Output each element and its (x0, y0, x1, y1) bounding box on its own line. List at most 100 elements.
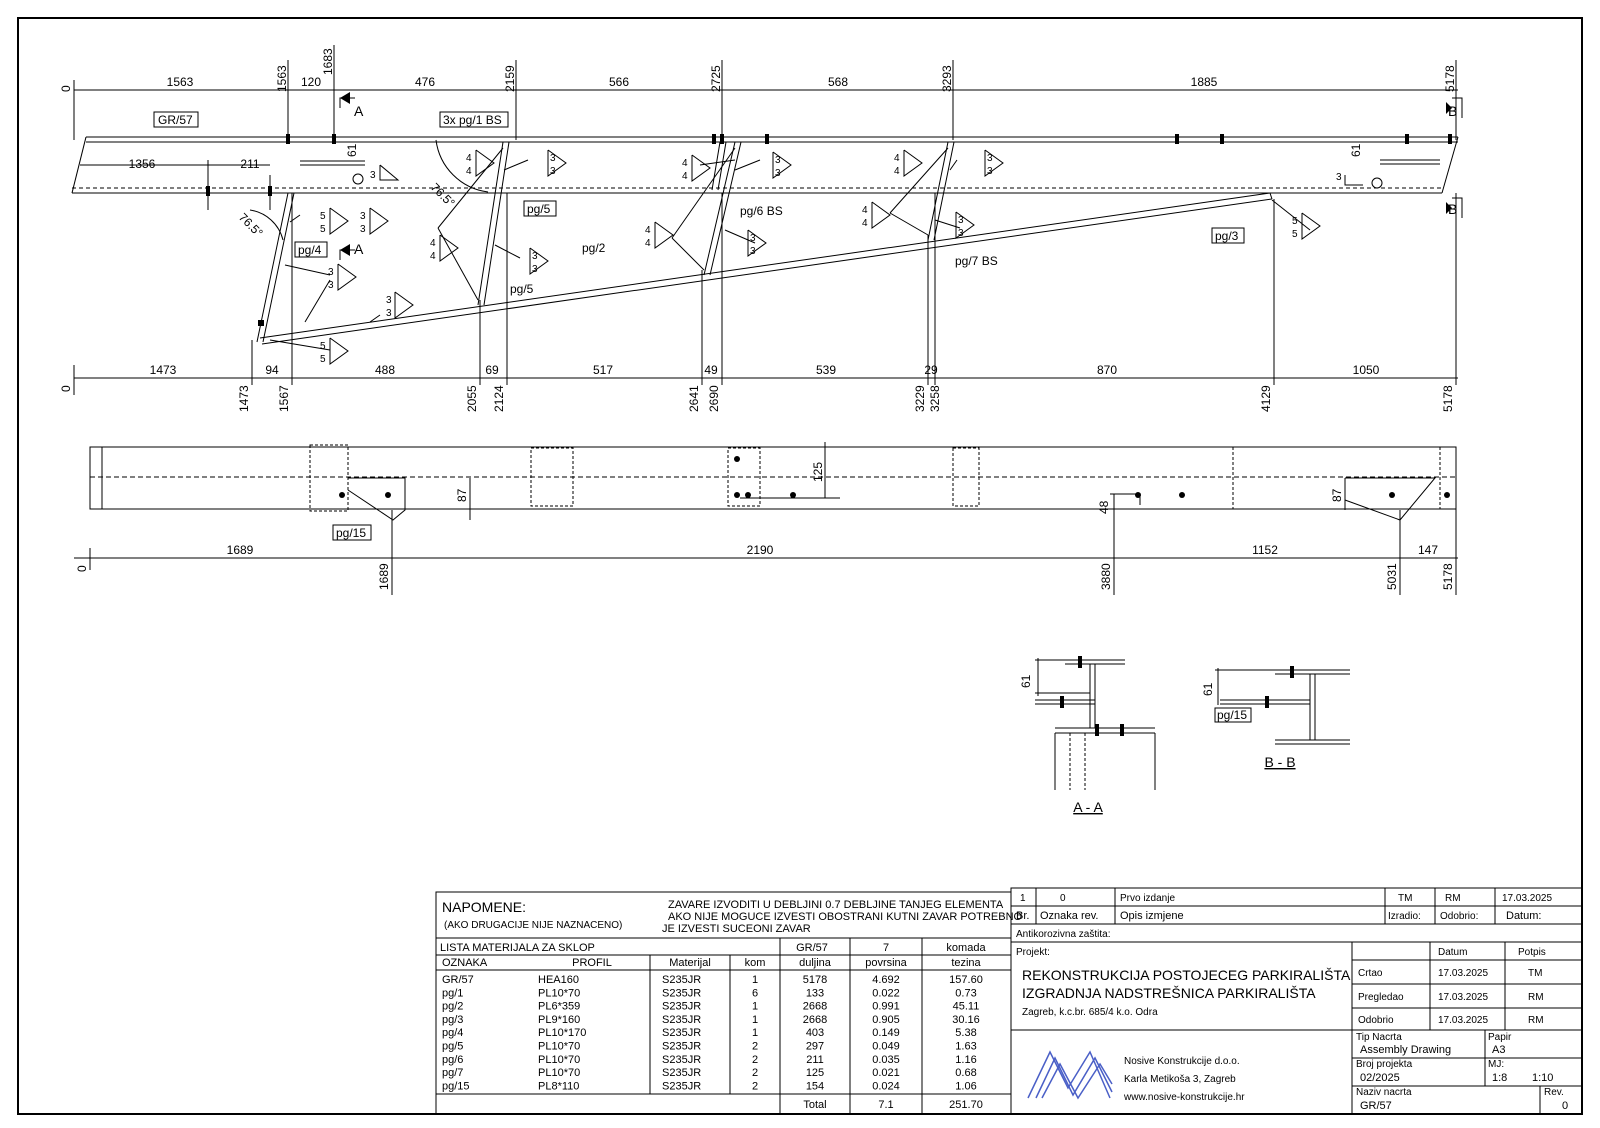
weld-size: 3 (958, 228, 964, 239)
elevation-markers (206, 92, 1452, 326)
material-cell: S235JR (662, 987, 701, 999)
weld-size: 3 (550, 153, 556, 164)
type-value: Assembly Drawing (1360, 1044, 1451, 1056)
weld-size: 3 (550, 166, 556, 177)
revision-cell: 17.03.2025 (1502, 893, 1552, 904)
rev-label: Rev. (1544, 1087, 1564, 1098)
bottom-ord: 2690 (707, 385, 721, 412)
material-cell: 154 (806, 1080, 824, 1092)
material-cell: 2 (752, 1054, 758, 1066)
section-text: 61 61 pg/15 A - A B - B (1019, 674, 1296, 815)
material-cell: 2 (752, 1067, 758, 1079)
weld-size: 4 (862, 205, 868, 216)
weld-size: 3 (750, 233, 756, 244)
material-cell: 4.692 (872, 974, 900, 986)
material-cell: 1 (752, 974, 758, 986)
revision-header: Br. (1016, 910, 1029, 922)
plan-vdim: 87 (1330, 488, 1344, 502)
sub-dim: 211 (240, 157, 259, 171)
material-cell: 133 (806, 987, 824, 999)
company-address: Karla Metikoša 3, Zagreb (1124, 1074, 1236, 1085)
label-pg15: pg/15 (336, 526, 366, 540)
top-ord: 1683 (321, 48, 335, 75)
material-cell: 157.60 (949, 974, 983, 986)
bottom-dim: 1473 (150, 363, 177, 377)
material-cell: S235JR (662, 1080, 701, 1092)
bottom-ord: 2124 (492, 385, 506, 412)
notes-block: NAPOMENE: (AKO DRUGACIJE NIJE NAZNACENO)… (442, 899, 1023, 935)
section-aa-title: A - A (1073, 799, 1103, 815)
weld-size: 5 (1292, 216, 1298, 227)
notes-line: ZAVARE IZVODITI U DEBLJINI 0.7 DEBLJINE … (668, 899, 1004, 911)
section-bb (1214, 668, 1350, 745)
title-block-frame (435, 887, 1583, 1115)
signoff-head: Potpis (1518, 947, 1546, 958)
angle-dim: 76.5° (236, 210, 266, 240)
signoff-role: Pregledao (1358, 992, 1404, 1003)
weld-size: 4 (894, 166, 900, 177)
top-ord: 1563 (275, 65, 289, 92)
bottom-dim: 517 (593, 363, 613, 377)
notes-title: NAPOMENE: (442, 899, 526, 915)
top-dim: 1885 (1191, 75, 1218, 89)
revision-block: 1 0 Prvo izdanje TM RM 17.03.2025 Br. Oz… (1016, 893, 1552, 958)
sub-dim: 1356 (129, 157, 156, 171)
material-cell: 1.06 (955, 1080, 976, 1092)
material-cell: PL10*170 (538, 1027, 586, 1039)
section-bb-label: pg/15 (1217, 708, 1247, 722)
material-cell: PL10*70 (538, 1054, 580, 1066)
weld-size: 3 (328, 280, 334, 291)
material-cell: 0.021 (872, 1067, 900, 1079)
column-header: PROFIL (572, 957, 612, 969)
bottom-ord: 3229 (913, 385, 927, 412)
plan-dim: 1152 (1252, 543, 1278, 557)
material-cell: pg/4 (442, 1027, 463, 1039)
label-3x-pg1: 3x pg/1 BS (443, 113, 502, 127)
bottom-ord: 2055 (465, 385, 479, 412)
weld-size: 4 (682, 171, 688, 182)
label-pg4: pg/4 (298, 243, 322, 257)
top-ord: 0 (59, 85, 73, 92)
notes-line: JE IZVESTI SUCEONI ZAVAR (662, 923, 811, 935)
plan-ord: 3880 (1099, 563, 1113, 590)
signoff-date: 17.03.2025 (1438, 968, 1488, 979)
plan-dim: 147 (1418, 543, 1438, 557)
bottom-dim: 94 (265, 363, 279, 377)
material-cell: 2668 (803, 1014, 827, 1026)
weld-size: 3 (775, 168, 781, 179)
revision-header: Datum: (1506, 910, 1541, 922)
material-cell: pg/15 (442, 1080, 470, 1092)
section-bb-dim: 61 (1201, 682, 1215, 696)
label-pg7: pg/7 BS (955, 254, 998, 268)
material-list-assembly: GR/57 (796, 942, 828, 954)
weld-size: 5 (320, 224, 326, 235)
top-ord: 2725 (709, 65, 723, 92)
label-pg5: pg/5 (527, 202, 551, 216)
material-cell: PL8*110 (538, 1080, 579, 1092)
dim-61: 61 (1349, 143, 1363, 157)
dim-61: 61 (345, 143, 359, 157)
rev-value: 0 (1562, 1100, 1568, 1112)
plan-markers (339, 456, 1450, 498)
section-aa-dim: 61 (1019, 674, 1033, 688)
weld-size: 3 (987, 166, 993, 177)
revision-header: Oznaka rev. (1040, 910, 1099, 922)
elevation-text: 1563 120 476 566 568 1885 0 1563 1683 21… (59, 48, 1457, 412)
material-cell: 1.63 (955, 1041, 976, 1053)
plan-view (74, 442, 1458, 595)
material-cell: S235JR (662, 1001, 701, 1013)
material-cell: PL6*359 (538, 1001, 580, 1013)
signoff-head: Datum (1438, 947, 1467, 958)
material-cell: 0.022 (872, 987, 900, 999)
material-cell: 2 (752, 1080, 758, 1092)
material-cell: S235JR (662, 974, 701, 986)
weld-size: 3 (750, 246, 756, 257)
company-name: Nosive Konstrukcije d.o.o. (1124, 1056, 1240, 1067)
material-cell: 5.38 (955, 1027, 976, 1039)
material-cell: PL9*160 (538, 1014, 580, 1026)
weld-size: 3 (360, 211, 366, 222)
notes-subtitle: (AKO DRUGACIJE NIJE NAZNACENO) (444, 920, 622, 931)
notes-line: AKO NIJE MOGUCE IZVESTI OBOSTRANI KUTNI … (668, 911, 1023, 923)
material-cell: GR/57 (442, 974, 474, 986)
